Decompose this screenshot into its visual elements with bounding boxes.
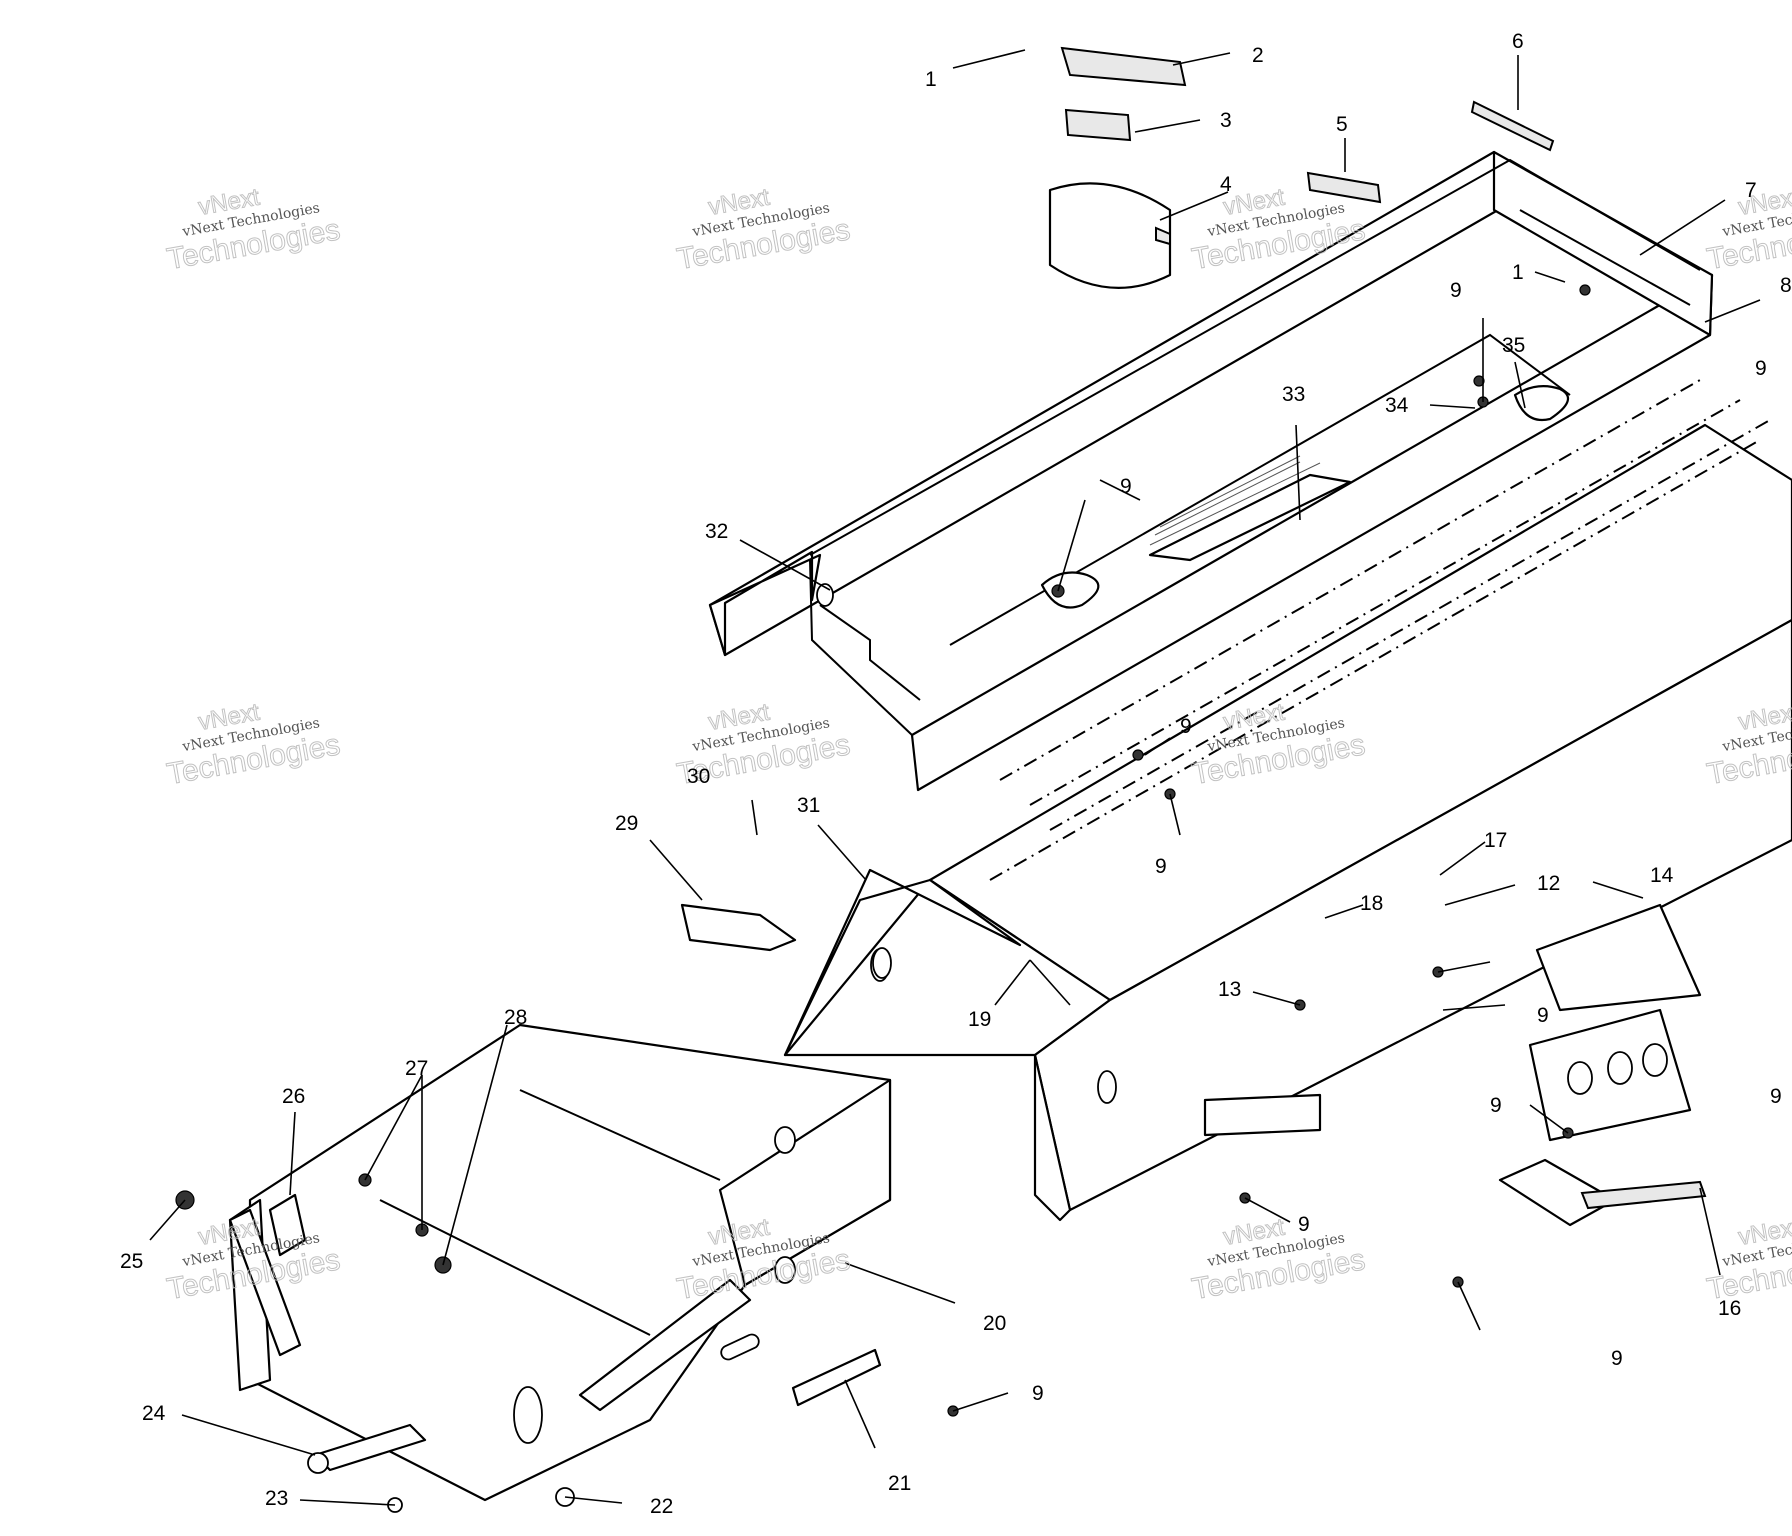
callout-label: 30 <box>687 765 710 788</box>
callout-label: 14 <box>1650 864 1674 887</box>
callout-label: 31 <box>797 794 820 817</box>
callout-label: 9 <box>1032 1382 1044 1405</box>
callout-label: 27 <box>405 1057 428 1080</box>
callout-label: 3 <box>1220 109 1232 132</box>
callout-label: 19 <box>968 1008 991 1031</box>
callout-label: 13 <box>1218 978 1241 1001</box>
callouts: 1 2 3 4 5 6 7 1 8 9 35 34 9 33 9 32 9 9 … <box>120 30 1792 1518</box>
callout-label: 28 <box>504 1006 527 1029</box>
callout-label: 18 <box>1360 892 1383 915</box>
callout-label: 9 <box>1770 1085 1782 1108</box>
callout-label: 9 <box>1180 715 1192 738</box>
callout-label: 1 <box>925 68 937 91</box>
callout-label: 32 <box>705 520 728 543</box>
callout-label: 9 <box>1298 1213 1310 1236</box>
callout-label: 9 <box>1155 855 1167 878</box>
callout-label: 25 <box>120 1250 143 1273</box>
callout-label: 17 <box>1484 829 1507 852</box>
callout-label: 9 <box>1611 1347 1623 1370</box>
callout-label: 1 <box>1512 261 1524 284</box>
callout-label: 4 <box>1220 173 1232 196</box>
chassis-tunnel <box>783 379 1792 1222</box>
callout-label: 24 <box>142 1402 166 1425</box>
callout-label: 22 <box>650 1495 673 1518</box>
callout-label: 29 <box>615 812 638 835</box>
callout-label: 35 <box>1502 334 1525 357</box>
callout-label: 9 <box>1537 1004 1549 1027</box>
callout-label: 9 <box>1755 357 1767 380</box>
callout-label: 21 <box>888 1472 911 1495</box>
callout-label: 9 <box>1120 475 1132 498</box>
callout-label: 8 <box>1780 274 1792 297</box>
callout-label: 20 <box>983 1312 1006 1335</box>
callout-label: 6 <box>1512 30 1524 53</box>
callout-label: 5 <box>1336 113 1348 136</box>
callout-label: 7 <box>1745 179 1757 202</box>
callout-label: 23 <box>265 1487 288 1510</box>
callout-label: 34 <box>1385 394 1409 417</box>
upper-frame <box>708 150 1714 792</box>
callout-label: 12 <box>1537 872 1560 895</box>
callout-label: 2 <box>1252 44 1264 67</box>
front-bulkhead <box>228 1023 892 1502</box>
callout-label: 9 <box>1490 1094 1502 1117</box>
leader-lines <box>149 49 1761 1506</box>
small-parts <box>175 46 1707 1513</box>
callout-label: 9 <box>1450 279 1462 302</box>
callout-label: 33 <box>1282 383 1305 406</box>
callout-label: 26 <box>282 1085 305 1108</box>
side-plate <box>783 868 1022 1057</box>
callout-label: 16 <box>1718 1297 1741 1320</box>
